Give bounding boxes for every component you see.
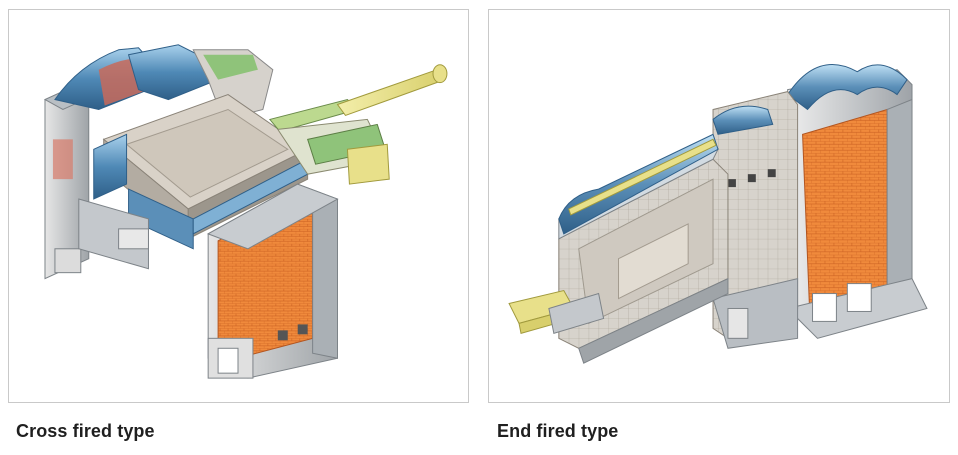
figure-caption-end-fired: End fired type [497,421,619,441]
cross-fired-figure [8,9,469,403]
figure-caption-cross-fired: Cross fired type [16,421,155,441]
cross-fired-furnace-illustration [43,44,448,379]
end-fired-furnace-illustration [508,64,928,364]
end-fired-figure [488,9,950,403]
